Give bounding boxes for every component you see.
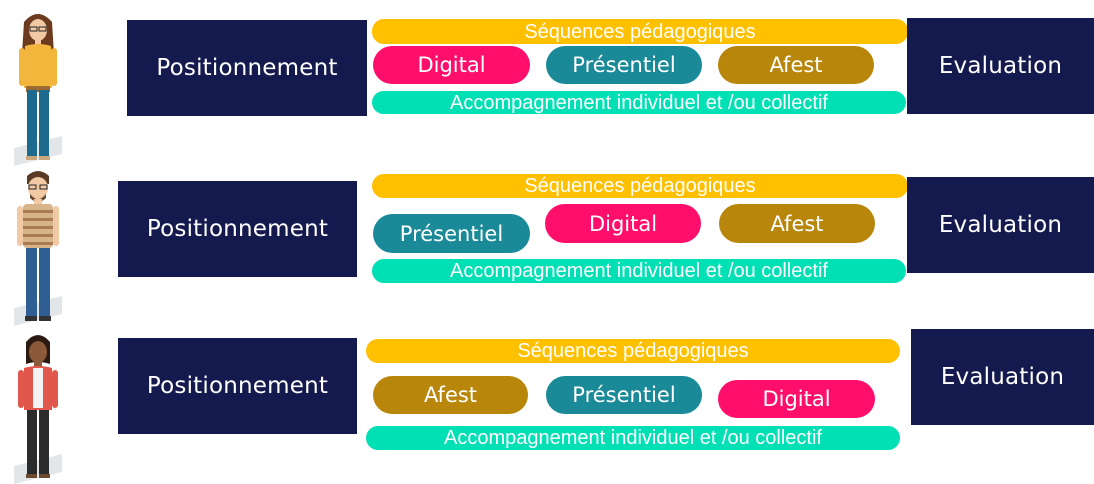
module-pill-digital: Digital bbox=[373, 46, 530, 84]
accompagnement-bar: Accompagnement individuel et /ou collect… bbox=[372, 259, 906, 283]
sequences-pedagogiques-bar: Séquences pédagogiques bbox=[372, 174, 908, 198]
module-pill-digital: Digital bbox=[718, 380, 875, 418]
module-pill-presentiel: Présentiel bbox=[373, 214, 530, 253]
persona-icon-woman-yellow bbox=[8, 8, 68, 168]
module-pill-afest: Afest bbox=[718, 46, 874, 84]
accompagnement-bar: Accompagnement individuel et /ou collect… bbox=[366, 426, 900, 450]
module-pill-afest: Afest bbox=[719, 204, 875, 243]
module-pill-presentiel: Présentiel bbox=[546, 376, 702, 414]
sequences-pedagogiques-bar: Séquences pédagogiques bbox=[366, 339, 900, 363]
sequences-pedagogiques-bar: Séquences pédagogiques bbox=[372, 19, 908, 44]
evaluation-box: Evaluation bbox=[911, 329, 1094, 425]
positionnement-box: Positionnement bbox=[127, 20, 367, 116]
module-pill-digital: Digital bbox=[545, 204, 701, 243]
evaluation-box: Evaluation bbox=[907, 177, 1094, 273]
positionnement-box: Positionnement bbox=[118, 181, 357, 277]
accompagnement-bar: Accompagnement individuel et /ou collect… bbox=[372, 91, 906, 114]
evaluation-box: Evaluation bbox=[907, 18, 1094, 114]
module-pill-afest: Afest bbox=[373, 376, 528, 414]
positionnement-box: Positionnement bbox=[118, 338, 357, 434]
persona-icon-woman-red bbox=[8, 330, 68, 484]
persona-icon-man-striped bbox=[8, 168, 68, 328]
module-pill-presentiel: Présentiel bbox=[546, 46, 702, 84]
